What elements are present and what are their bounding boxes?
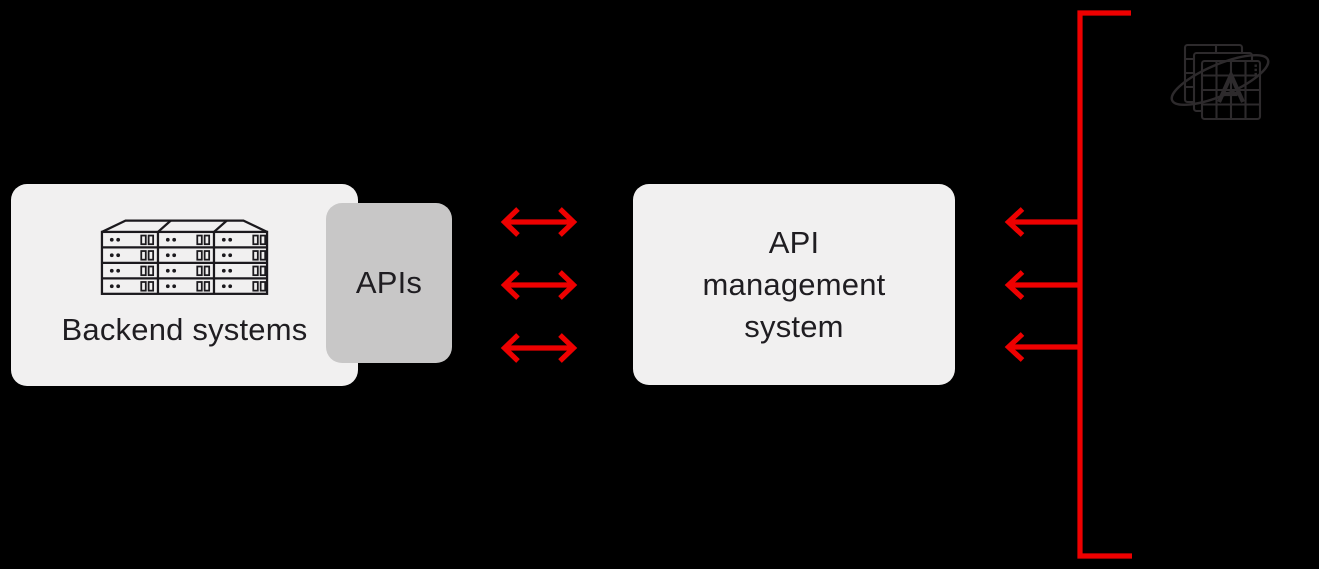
bidirectional-arrow-icon bbox=[500, 207, 578, 237]
backend-systems-label: Backend systems bbox=[61, 312, 308, 347]
api-grid-orbit-icon bbox=[1170, 43, 1270, 121]
api-management-system-label: API management system bbox=[702, 224, 886, 344]
right-bracket-line bbox=[1077, 10, 1132, 559]
apis-node: APIs bbox=[326, 203, 452, 363]
client-bracket-with-arrows bbox=[1004, 10, 1132, 559]
bidirectional-arrow-icon bbox=[500, 270, 578, 300]
bidirectional-arrow-icon bbox=[500, 333, 578, 363]
backend-systems-node: Backend systems bbox=[11, 184, 358, 386]
api-management-system-node: API management system bbox=[633, 184, 955, 385]
apis-label: APIs bbox=[355, 265, 423, 300]
server-rack-icon bbox=[99, 216, 270, 301]
